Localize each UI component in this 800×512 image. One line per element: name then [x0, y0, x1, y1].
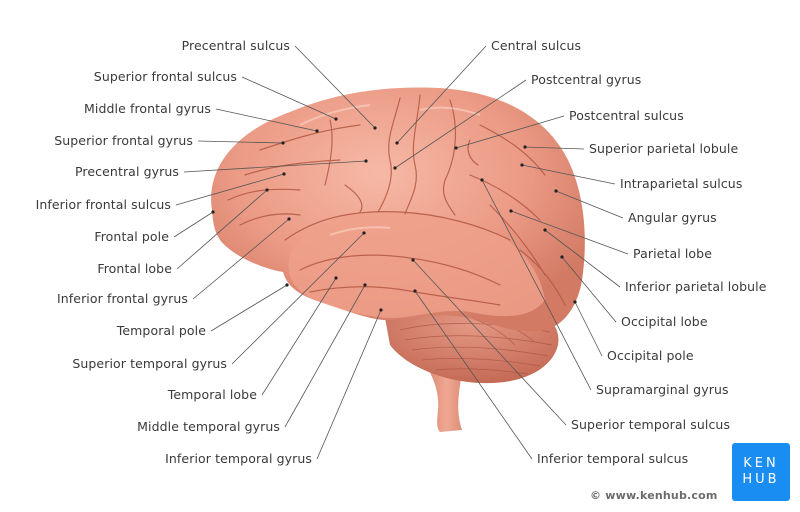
highlights — [299, 104, 481, 236]
pointer-dot-superior-temporal-gyrus — [362, 231, 366, 235]
label-postcentral-gyrus: Postcentral gyrus — [531, 72, 642, 87]
leader-angular-gyrus — [555, 190, 624, 219]
pointer-dot-superior-frontal-sulcus — [334, 117, 338, 121]
label-inferior-frontal-sulcus: Inferior frontal sulcus — [35, 197, 171, 212]
leader-supramarginal-gyrus — [481, 179, 592, 391]
leader-temporal-pole — [210, 284, 288, 332]
leader-frontal-pole — [173, 211, 214, 238]
leader-middle-frontal-gyrus — [215, 108, 318, 132]
label-precentral-sulcus: Precentral sulcus — [181, 38, 290, 53]
label-occipital-pole: Occipital pole — [607, 348, 694, 363]
pointer-dot-inferior-temporal-sulcus — [413, 289, 417, 293]
leader-frontal-lobe — [176, 189, 268, 270]
label-inferior-temporal-sulcus: Inferior temporal sulcus — [537, 451, 689, 466]
pointer-dot-inferior-frontal-gyrus — [287, 217, 291, 221]
label-temporal-lobe: Temporal lobe — [167, 387, 257, 402]
label-postcentral-sulcus: Postcentral sulcus — [569, 108, 684, 123]
leader-middle-temporal-gyrus — [284, 284, 366, 428]
pointer-dot-precentral-sulcus — [373, 126, 377, 130]
label-precentral-gyrus: Precentral gyrus — [74, 164, 179, 179]
leader-inferior-parietal-lobule — [544, 229, 621, 288]
pointer-dot-central-sulcus — [395, 141, 399, 145]
label-superior-frontal-sulcus: Superior frontal sulcus — [93, 69, 237, 84]
temporal-lobe-shape — [288, 211, 545, 318]
label-superior-frontal-gyrus: Superior frontal gyrus — [54, 133, 193, 148]
pointer-dot-inferior-frontal-sulcus — [282, 172, 286, 176]
leader-postcentral-sulcus — [455, 115, 565, 149]
leader-intraparietal-sulcus — [521, 164, 616, 185]
label-superior-temporal-sulcus: Superior temporal sulcus — [571, 417, 731, 432]
kenhub-logo[interactable]: KEN HUB — [732, 443, 790, 501]
leader-occipital-pole — [574, 301, 603, 357]
pointer-dot-middle-frontal-gyrus — [315, 129, 319, 133]
pointer-dot-precentral-gyrus — [364, 159, 368, 163]
label-frontal-lobe: Frontal lobe — [97, 261, 172, 276]
pointer-dot-occipital-lobe — [560, 255, 564, 259]
pointer-dot-inferior-parietal-lobule — [543, 228, 547, 232]
label-parietal-lobe: Parietal lobe — [633, 246, 712, 261]
label-superior-temporal-gyrus: Superior temporal gyrus — [72, 356, 227, 371]
pointer-dot-temporal-lobe — [334, 276, 338, 280]
label-occipital-lobe: Occipital lobe — [621, 314, 708, 329]
label-inferior-temporal-gyrus: Inferior temporal gyrus — [165, 451, 312, 466]
pointer-dot-parietal-lobe — [509, 209, 513, 213]
logo-line1: KEN — [743, 456, 779, 471]
pointer-dot-superior-temporal-sulcus — [411, 258, 415, 262]
leader-inferior-frontal-sulcus — [175, 173, 285, 206]
leader-inferior-temporal-gyrus — [316, 309, 382, 460]
leader-precentral-sulcus — [294, 45, 376, 129]
pointer-dot-frontal-lobe — [265, 188, 269, 192]
leader-superior-temporal-sulcus — [412, 259, 567, 426]
pointer-dot-frontal-pole — [211, 210, 215, 214]
leader-superior-parietal-lobule — [524, 146, 585, 150]
pointer-dot-superior-frontal-gyrus — [281, 141, 285, 145]
leader-postcentral-gyrus — [394, 79, 527, 169]
label-temporal-pole: Temporal pole — [116, 323, 206, 338]
leader-central-sulcus — [396, 45, 487, 144]
pointer-dot-postcentral-gyrus — [393, 166, 397, 170]
label-supramarginal-gyrus: Supramarginal gyrus — [596, 382, 729, 397]
leader-temporal-lobe — [261, 277, 337, 396]
leader-precentral-gyrus — [183, 160, 367, 173]
leader-superior-frontal-gyrus — [197, 140, 284, 144]
leader-parietal-lobe — [510, 210, 629, 255]
sulci — [227, 94, 566, 306]
pointer-dot-supramarginal-gyrus — [480, 178, 484, 182]
pointer-dot-postcentral-sulcus — [454, 146, 458, 150]
leader-lines — [173, 45, 629, 460]
label-intraparietal-sulcus: Intraparietal sulcus — [620, 176, 743, 191]
logo-line2: HUB — [742, 472, 780, 487]
pointer-dot-occipital-pole — [573, 300, 577, 304]
label-central-sulcus: Central sulcus — [491, 38, 582, 53]
pointer-dots — [211, 117, 577, 312]
pointer-dot-temporal-pole — [285, 283, 289, 287]
copyright-text: © www.kenhub.com — [590, 489, 718, 502]
label-angular-gyrus: Angular gyrus — [628, 210, 717, 225]
pointer-dot-middle-temporal-gyrus — [363, 283, 367, 287]
leader-occipital-lobe — [561, 256, 617, 323]
label-superior-parietal-lobule: Superior parietal lobule — [589, 141, 739, 156]
pointer-dot-intraparietal-sulcus — [520, 163, 524, 167]
leader-superior-temporal-gyrus — [231, 232, 365, 365]
label-middle-frontal-gyrus: Middle frontal gyrus — [83, 101, 211, 116]
leader-superior-frontal-sulcus — [241, 76, 337, 120]
label-middle-temporal-gyrus: Middle temporal gyrus — [137, 419, 280, 434]
label-frontal-pole: Frontal pole — [94, 229, 169, 244]
pointer-dot-angular-gyrus — [554, 189, 558, 193]
label-inferior-parietal-lobule: Inferior parietal lobule — [625, 279, 767, 294]
pointer-dot-superior-parietal-lobule — [523, 145, 527, 149]
pointer-dot-inferior-temporal-gyrus — [379, 308, 383, 312]
label-inferior-frontal-gyrus: Inferior frontal gyrus — [56, 291, 188, 306]
leader-inferior-temporal-sulcus — [414, 290, 533, 460]
leader-inferior-frontal-gyrus — [192, 218, 290, 300]
